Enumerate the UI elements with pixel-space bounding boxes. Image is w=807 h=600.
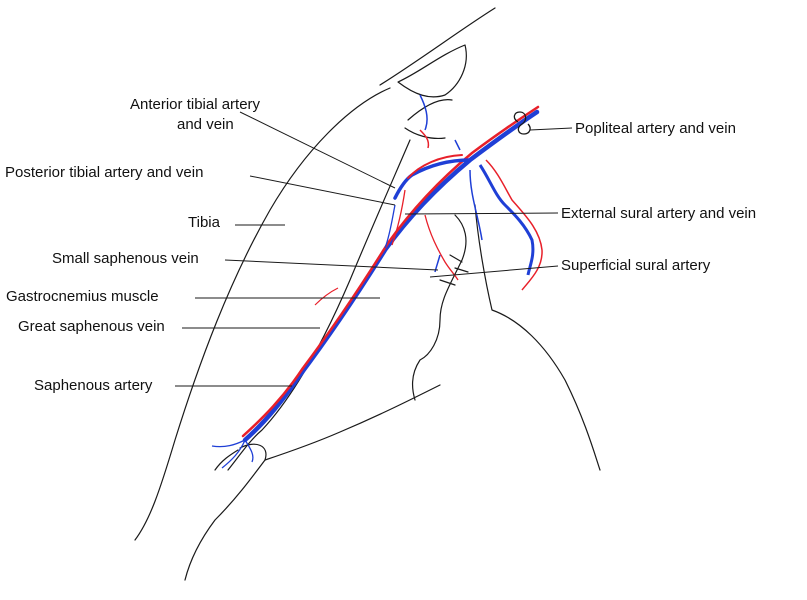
label-tibia: Tibia [188,214,220,231]
superficial-sural-artery-branch [424,214,459,281]
leader-superficial-sural [429,265,559,278]
label-great-saphenous: Great saphenous vein [18,318,165,335]
label-posterior-tibial: Posterior tibial artery and vein [5,164,204,181]
label-external-sural: External sural artery and vein [561,205,757,222]
label-anterior-tibial: Anterior tibial artery [130,96,261,113]
ankle-outline [214,449,239,471]
knee-vessel-branch-1 [384,204,396,249]
label-superficial-sural: Superficial sural artery [561,257,711,274]
leader-popliteal [529,127,573,131]
gastrocnemius-inner-outline [412,214,467,401]
anterior-tibial-vein [419,94,461,151]
small-saphenous-vein-branch [434,169,483,273]
popliteal-artery-trunk [241,105,540,438]
vessels [211,94,543,469]
calf-back-outline [474,204,601,471]
leader-anterior-tibial [239,111,396,189]
leader-small-saphenous [224,259,439,271]
leader-external-sural [404,212,559,215]
label-gastrocnemius: Gastrocnemius muscle [6,288,159,305]
label-anterior-tibial-line2: and vein [177,116,234,133]
label-small-saphenous: Small saphenous vein [52,250,199,267]
foot-vessel-branches [211,439,254,469]
knee-cap-outline [397,44,467,98]
label-popliteal: Popliteal artery and vein [575,120,736,137]
popliteal-clip-icon [513,111,531,135]
label-saphenous-artery: Saphenous artery [34,377,153,394]
knee-joint-outline [404,99,453,140]
calf-lower-outline [184,459,266,581]
thigh-top-outline [379,7,496,86]
posterior-tibial-artery [407,154,463,179]
muscle-artery-twig [314,287,339,306]
knee-vessel-branch-2 [391,189,406,246]
gastrocnemius-lower-outline [239,384,441,461]
leader-posterior-tibial [249,175,396,206]
popliteal-vein-trunk [242,109,540,443]
leader-lines [175,111,573,387]
muscle-stria-1 [439,254,469,286]
anterior-tibial-artery [419,129,430,149]
tibia-front-outline [134,87,391,541]
external-sural-vein [478,164,535,276]
leg-outline [134,7,601,581]
external-sural-artery [485,159,543,291]
